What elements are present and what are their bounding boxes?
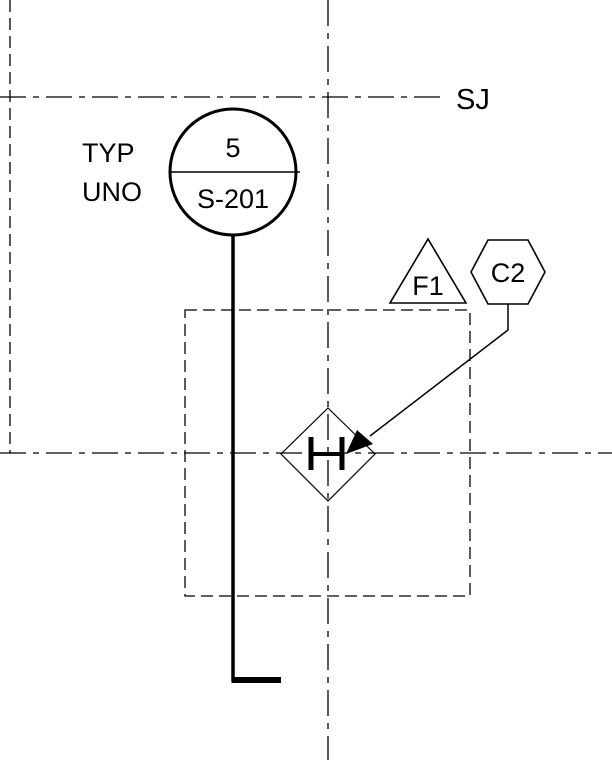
typ-note: TYP xyxy=(82,138,135,168)
hexagon-tag-icon xyxy=(470,239,546,305)
h-column-icon xyxy=(308,437,345,470)
column-tag-label: C2 xyxy=(491,258,526,288)
column-tag[interactable]: C2 xyxy=(470,239,546,305)
footing-outline xyxy=(184,309,471,597)
footing-tag[interactable]: F1 xyxy=(388,237,468,304)
footing-tag-label: F1 xyxy=(412,271,444,301)
column-diamond xyxy=(280,407,376,502)
triangle-tag-icon xyxy=(388,237,468,304)
detail-number: 5 xyxy=(225,133,240,163)
grid-label-sj: SJ xyxy=(456,84,490,116)
column-symbol[interactable] xyxy=(280,407,376,502)
uno-note: UNO xyxy=(82,177,142,207)
sheet-number: S-201 xyxy=(197,184,269,214)
column-leader-line xyxy=(369,304,509,437)
leader-arrowhead-icon xyxy=(346,430,373,454)
section-callout[interactable]: 5 S-201 xyxy=(168,107,300,237)
